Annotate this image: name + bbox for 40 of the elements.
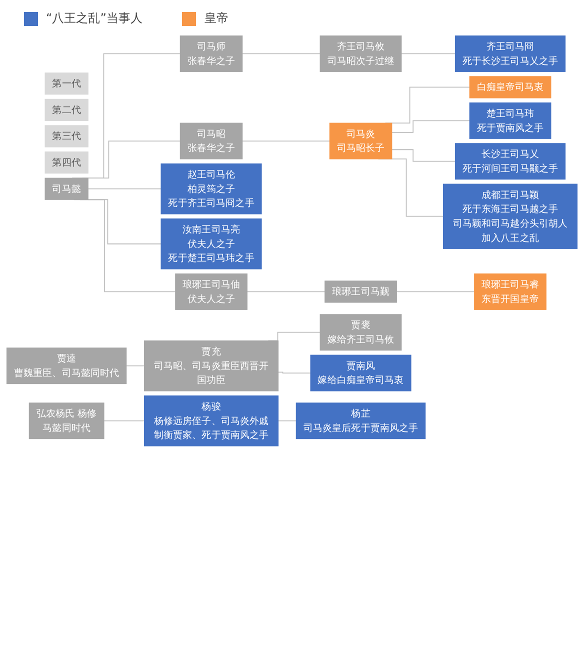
node-box: 杨骏 杨修远房侄子、司马炎外戚制衡贾家、死于贾南风之手 bbox=[144, 395, 279, 446]
node-box: 第一代 bbox=[44, 72, 88, 95]
connector bbox=[88, 188, 162, 190]
connector bbox=[242, 140, 330, 142]
connector bbox=[242, 53, 321, 54]
node-box: 齐王司马冏 死于长沙王司马乂之手 bbox=[454, 35, 566, 72]
node-box: 成都王司马颖 死于东海王司马越之手 司马颖和司马越分头引胡人加入八王之乱 bbox=[442, 184, 578, 249]
node-box: 第四代 bbox=[44, 151, 88, 174]
node-box: 楚王司马玮 死于贾南风之手 bbox=[469, 102, 552, 139]
node-box: 琅琊王司马伷 伏夫人之子 bbox=[175, 273, 248, 310]
connector bbox=[391, 120, 470, 133]
node-box: 贾充 司马昭、司马炎重臣西晋开国功臣 bbox=[144, 340, 279, 392]
legend-label: 皇帝 bbox=[204, 10, 228, 27]
node-box: 贾南风 嫁给白痴皇帝司马衷 bbox=[310, 354, 412, 392]
connector bbox=[391, 149, 456, 162]
connector bbox=[246, 291, 326, 292]
connector bbox=[126, 365, 145, 366]
node-box: 弘农杨氏 杨修 马懿同时代 bbox=[28, 402, 104, 440]
node-box: 汝南王司马亮 伏夫人之子 死于楚王司马玮之手 bbox=[160, 218, 262, 270]
node-box: 司马懿 bbox=[44, 178, 88, 200]
node-box: 司马炎 司马昭长子 bbox=[329, 122, 392, 160]
node-box: 贾褒 嫁给齐王司马攸 bbox=[320, 314, 402, 351]
connector bbox=[278, 372, 311, 374]
node-box: 杨芷 司马炎皇后死于贾南风之手 bbox=[296, 402, 426, 440]
connector bbox=[396, 291, 475, 292]
node-box: 贾逵 曹魏重臣、司马懿同时代 bbox=[6, 348, 127, 384]
connector bbox=[278, 420, 297, 422]
node-box: 司马昭 张春华之子 bbox=[180, 122, 243, 160]
node-box: 白痴皇帝司马衷 bbox=[469, 76, 552, 98]
legend-label: “八王之乱”当事人 bbox=[46, 10, 142, 27]
node-box: 齐王司马攸 司马昭次子过继 bbox=[320, 35, 402, 72]
node-box: 司马师 张春华之子 bbox=[180, 35, 243, 72]
node-box: 第二代 bbox=[44, 98, 88, 121]
node-box: 第三代 bbox=[44, 125, 88, 148]
node-box: 琅琊王司马觐 bbox=[324, 280, 397, 303]
node-box: 琅琊王司马睿 东晋开国皇帝 bbox=[474, 273, 546, 310]
connector bbox=[400, 53, 456, 54]
node-box: 长沙王司马乂 死于河间王司马颙之手 bbox=[454, 143, 566, 180]
node-box: 赵王司马伦 柏灵筠之子 死于齐王司马冏之手 bbox=[160, 163, 262, 214]
connector bbox=[104, 420, 145, 422]
